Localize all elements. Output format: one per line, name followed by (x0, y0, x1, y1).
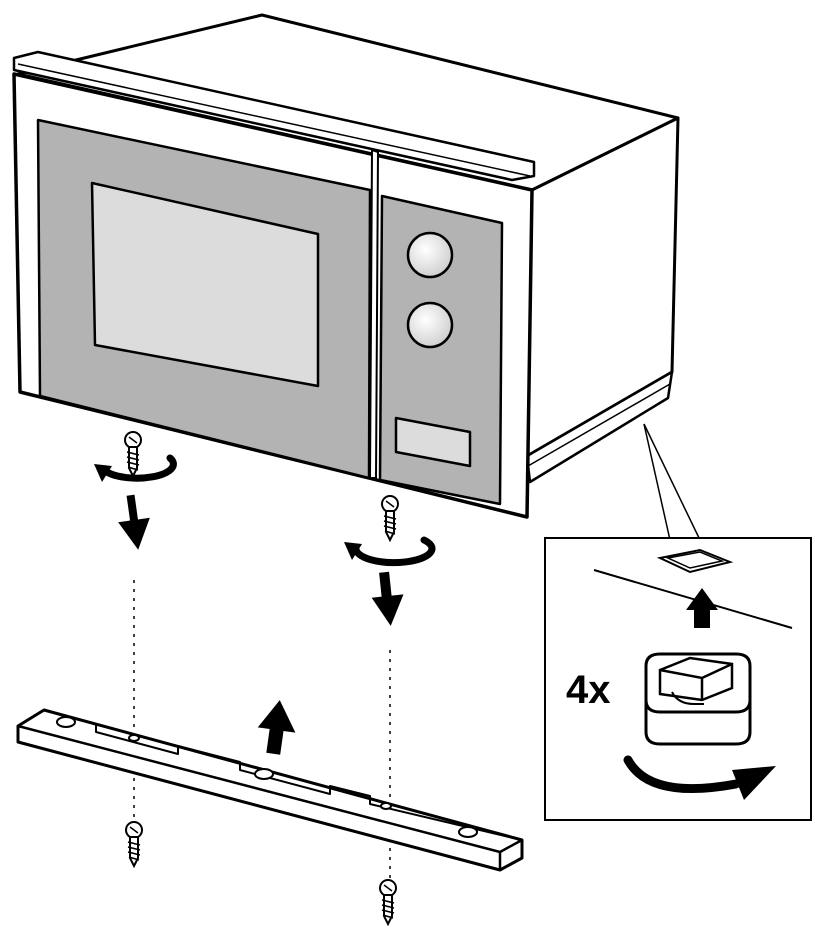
lower-control-knob (406, 301, 454, 349)
left-lower-screw (125, 821, 143, 867)
door-window (90, 181, 320, 388)
display-window (394, 416, 472, 468)
upper-control-knob (406, 231, 454, 279)
inset-up-arrow-icon (686, 588, 718, 628)
rail-up-arrow-icon (257, 700, 296, 755)
right-down-arrow-icon (371, 571, 404, 626)
right-upper-screw (381, 495, 399, 541)
mounting-rail (16, 708, 524, 872)
left-down-arrow-icon (118, 494, 150, 550)
adjustable-foot (644, 652, 752, 746)
quantity-label: 4x (566, 668, 611, 712)
inset-rotation-arrow-icon (623, 755, 776, 800)
detail-inset: 4x (544, 537, 812, 821)
right-lower-screw (379, 879, 397, 925)
left-upper-screw (124, 431, 142, 477)
detail-callout-lines (643, 423, 701, 541)
right-rotation-arrow-icon (344, 536, 436, 567)
left-rotation-arrow-icon (94, 454, 177, 482)
microwave-appliance (12, 13, 680, 519)
